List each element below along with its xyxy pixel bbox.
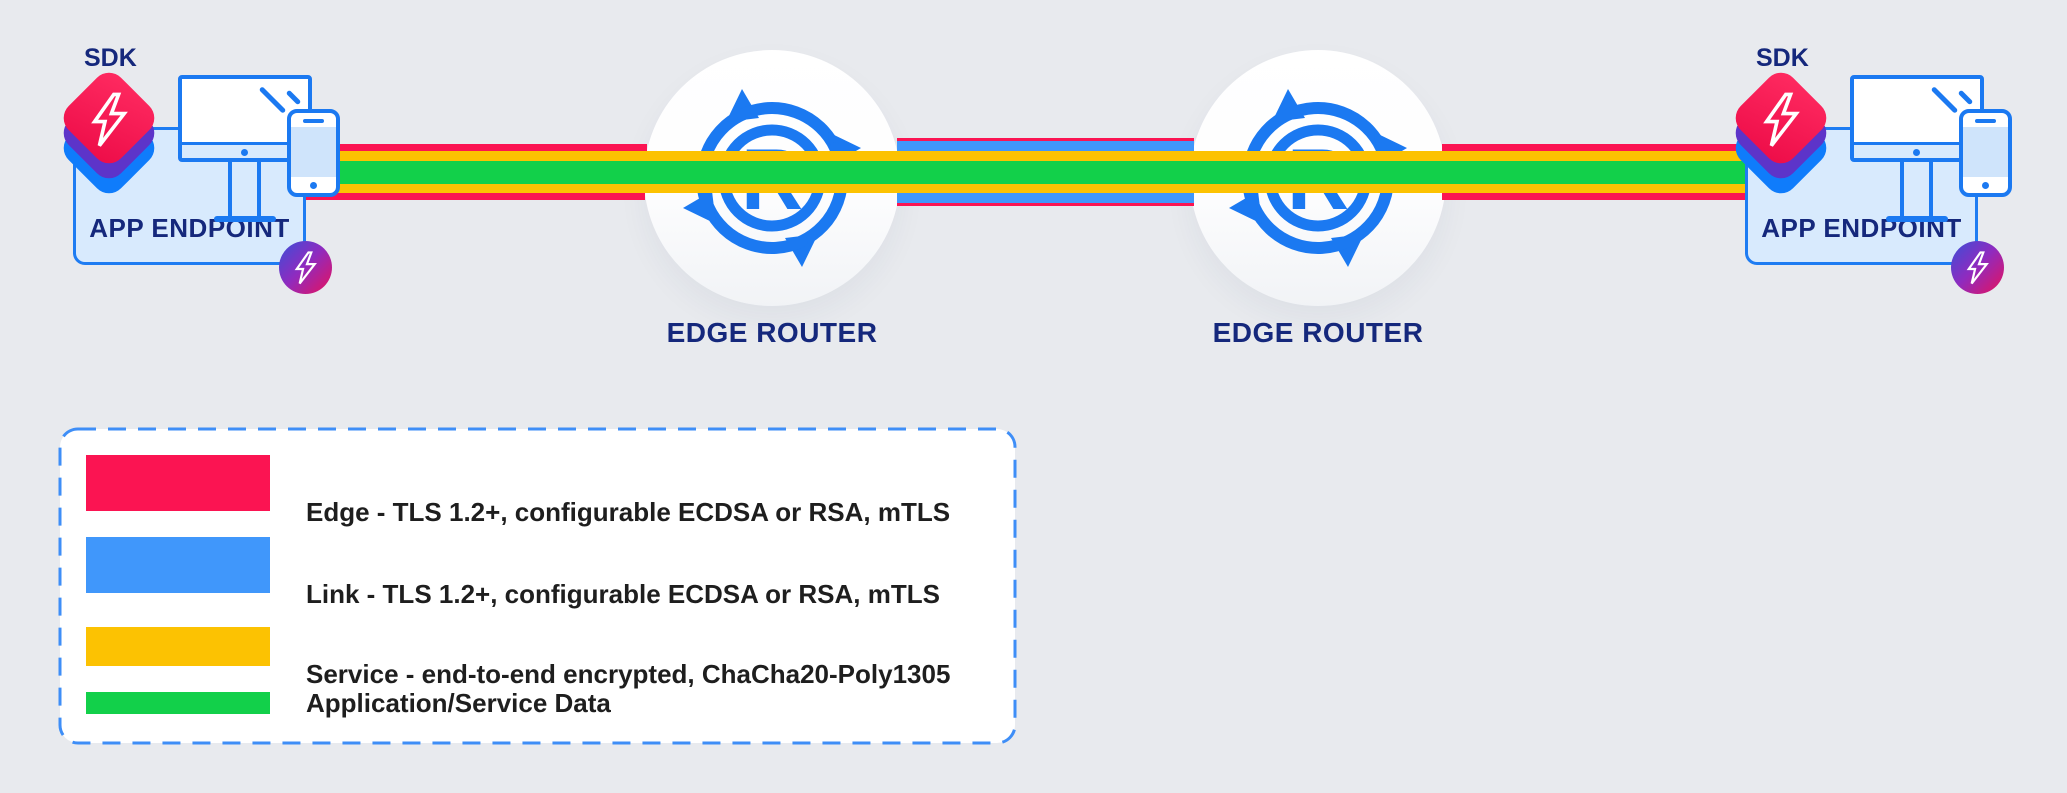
legend-label-application: Application/Service Data [306,688,611,718]
edge-router-label: EDGE ROUTER [666,317,878,348]
edge-band-middle-thin-bottom [897,203,1194,206]
phone-home-button [310,182,317,189]
edge-router-label: EDGE ROUTER [1212,317,1424,348]
monitor-dot [241,149,248,156]
legend-label-service: Service - end-to-end encrypted, ChaCha20… [306,659,951,689]
edge-band-right-top [1442,144,1750,151]
phone-speaker [303,119,324,123]
ziti-bolt-icon [1763,92,1800,147]
monitor-stand [1900,162,1933,216]
legend: Edge - TLS 1.2+, configurable ECDSA or R… [58,427,1017,745]
legend-swatch-service [86,627,270,666]
service-band-bottom [300,184,1750,193]
monitor-base [1886,216,1948,222]
identity-badge-icon [279,241,332,294]
link-band-top [897,141,1194,151]
edge-band-left-bottom [300,193,645,200]
sdk-stack-icon [1728,65,1834,206]
monitor-stand [228,162,261,216]
legend-swatch-edge [86,455,270,511]
legend-label-link: Link - TLS 1.2+, configurable ECDSA or R… [306,579,940,609]
sdk-label: SDK [84,44,137,72]
link-band-bottom [897,193,1194,203]
application-data-band [300,161,1750,184]
legend-swatch-application [86,692,270,714]
legend-swatch-link [86,537,270,593]
sdk-label: SDK [1756,44,1809,72]
legend-label-edge: Edge - TLS 1.2+, configurable ECDSA or R… [306,497,951,527]
service-band-top [300,151,1750,161]
ziti-bolt-icon [294,251,317,285]
sdk-stack-icon [56,65,162,206]
ziti-bolt-icon [91,92,128,147]
edge-band-right-bottom [1442,193,1750,200]
legend-border [58,427,1017,745]
phone-icon [1959,109,2012,197]
identity-badge-icon [1951,241,2004,294]
phone-home-button [1982,182,1989,189]
phone-screen [1963,127,2008,177]
monitor-dot [1913,149,1920,156]
phone-speaker [1975,119,1996,123]
edge-band-middle-thin-top [897,138,1194,141]
phone-icon [287,109,340,197]
edge-band-left-top [300,144,647,151]
ziti-bolt-icon [1966,251,1989,285]
monitor-base [214,216,276,222]
phone-screen [291,127,336,177]
